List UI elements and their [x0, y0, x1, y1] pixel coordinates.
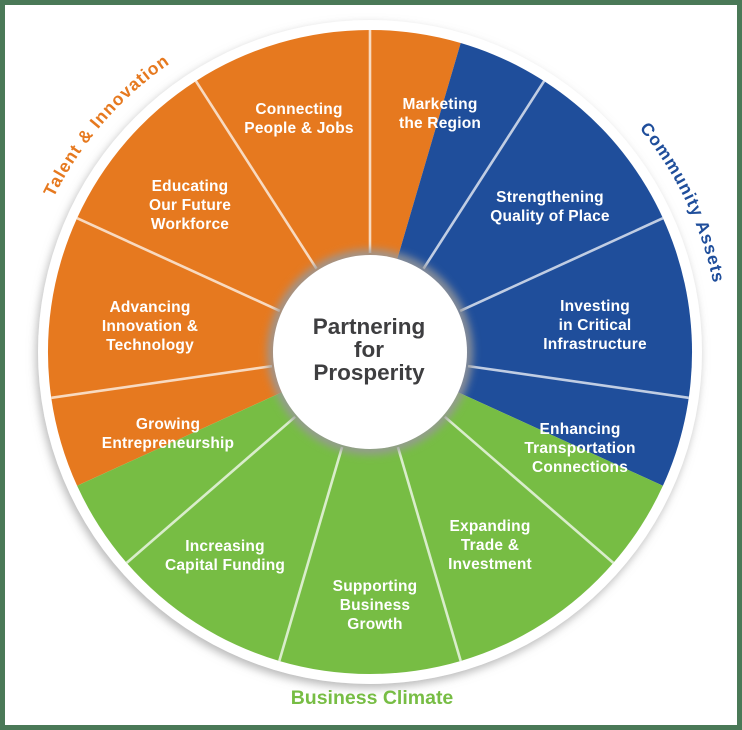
group-label-business-climate: Business Climate — [291, 687, 454, 709]
wedge-divider — [422, 80, 546, 270]
wedge-label-line: the Region — [399, 115, 481, 132]
wedge-label-line: Quality of Place — [490, 208, 610, 225]
wedge-label-line: Entrepreneurship — [102, 435, 234, 452]
wedge-label-line: Workforce — [151, 216, 229, 233]
wedge-label-line: Investing — [560, 298, 630, 315]
wedge-label-growing-entrepreneurship: Growing Entrepreneurship — [102, 416, 234, 452]
wedge-label-line: Connecting — [255, 101, 342, 118]
wedge-divider — [76, 217, 281, 313]
wedge-label-educating-our-future-workforce: Educating Our Future Workforce — [149, 178, 231, 233]
wedge-divider — [51, 364, 273, 400]
wedge-label-line: Growth — [347, 616, 402, 633]
wedge-divider — [194, 80, 318, 270]
wedge-divider — [278, 446, 344, 662]
wedge-label-expanding-trade-investment: Expanding Trade & Investment — [448, 518, 532, 573]
wedge-label-line: Our Future — [149, 197, 231, 214]
wedge-label-line: Technology — [106, 337, 194, 354]
wedge-labels: Marketing the Region Strengthening Quali… — [102, 96, 647, 633]
center-title-line: Partnering — [313, 314, 426, 339]
wedge-label-line: Innovation & — [102, 318, 198, 335]
wedge-label-line: Expanding — [449, 518, 530, 535]
wedge-divider — [396, 446, 462, 662]
wedge-label-line: Trade & — [461, 537, 519, 554]
wedge-label-marketing-the-region: Marketing the Region — [399, 96, 481, 132]
prosperity-wheel: Partnering for Prosperity Marketing the … — [38, 20, 728, 709]
wedge-divider — [459, 217, 664, 313]
wedge-label-line: Business — [340, 597, 411, 614]
sector-talent-innovation — [47, 29, 461, 486]
wedge-label-line: in Critical — [559, 317, 632, 334]
wedge-label-line: Capital Funding — [165, 557, 285, 574]
wedge-label-line: People & Jobs — [244, 120, 353, 137]
wedge-label-line: Marketing — [402, 96, 477, 113]
wedge-label-line: Connections — [532, 459, 628, 476]
wedge-label-line: Strengthening — [496, 189, 604, 206]
wedge-label-line: Enhancing — [539, 421, 620, 438]
wedge-label-line: Increasing — [185, 538, 265, 555]
sector-business-climate — [77, 352, 663, 675]
wedge-label-supporting-business-growth: Supporting Business Growth — [333, 578, 418, 633]
center-title-line: Prosperity — [313, 360, 425, 385]
wedge-label-line: Transportation — [524, 440, 635, 457]
wedge-dividers — [51, 30, 689, 662]
center-title-line: for — [354, 337, 384, 362]
wedge-divider — [467, 364, 689, 400]
wedge-label-strengthening-quality-of-place: Strengthening Quality of Place — [490, 189, 610, 225]
wedge-divider — [443, 415, 615, 564]
wedge-label-line: Advancing — [109, 299, 190, 316]
wedge-label-investing-in-critical-infrastructure: Investing in Critical Infrastructure — [543, 298, 647, 353]
wedge-divider — [125, 415, 297, 564]
wedge-label-increasing-capital-funding: Increasing Capital Funding — [165, 538, 285, 574]
wedge-label-connecting-people-jobs: Connecting People & Jobs — [244, 101, 353, 137]
wedge-label-line: Investment — [448, 556, 532, 573]
wedge-label-line: Infrastructure — [543, 336, 647, 353]
wedge-label-line: Educating — [152, 178, 229, 195]
wedge-label-enhancing-transportation-connections: Enhancing Transportation Connections — [524, 421, 635, 476]
wedge-label-line: Supporting — [333, 578, 418, 595]
wedge-label-line: Growing — [136, 416, 200, 433]
center-circle — [273, 255, 467, 449]
center-title: Partnering for Prosperity — [313, 314, 426, 385]
wedge-label-advancing-innovation-technology: Advancing Innovation & Technology — [102, 299, 198, 354]
